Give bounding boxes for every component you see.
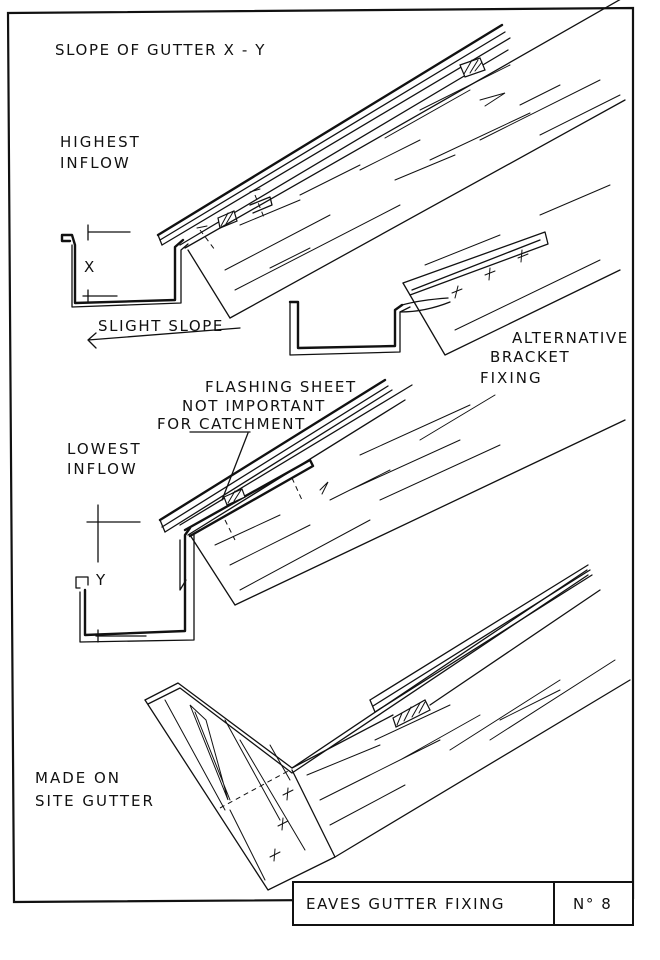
fixing-mark — [319, 481, 329, 495]
batten-hatched — [459, 57, 486, 78]
fixing-mark — [196, 188, 261, 229]
rafter-bottom — [234, 419, 626, 606]
highest-inflow-label-2: INFLOW — [60, 154, 131, 172]
alternative-bracket-detail — [288, 184, 621, 356]
roof-sheet-line — [161, 385, 389, 528]
rafter-bottom — [229, 99, 626, 319]
roof-sheet-line — [164, 389, 393, 533]
gutter-profile-inner — [79, 534, 195, 643]
roof-sheet-top — [158, 378, 387, 522]
gutter-profile-inner — [71, 243, 189, 308]
fixing-line — [224, 519, 236, 541]
wood-grain — [306, 659, 616, 826]
roof-sheet-lines — [369, 564, 593, 713]
gutter-board-top-inner — [147, 574, 589, 774]
drawing-title: EAVES GUTTER FIXING — [306, 895, 505, 913]
bracket-strap-curve-2 — [399, 301, 451, 313]
rafter-bottom — [334, 679, 631, 858]
wood-grain — [224, 64, 621, 291]
roof-sheet-line — [159, 31, 506, 241]
rafter-end — [187, 249, 231, 319]
bracket-strap-box — [402, 231, 549, 296]
roof-sheet-edge — [369, 699, 376, 713]
alt-gutter-profile — [288, 300, 404, 350]
title-block-frame — [292, 881, 634, 926]
roof-sheet-edge — [157, 234, 163, 246]
rafter-top — [291, 589, 601, 769]
alt-gutter-inner — [289, 301, 411, 356]
gutter-back-fold — [179, 539, 187, 591]
roof-sheet-top — [156, 23, 504, 237]
rafter-end — [189, 534, 236, 606]
bracket-screws — [451, 249, 529, 299]
roof-sheet-edge — [159, 519, 166, 533]
title-block: EAVES GUTTER FIXING N° 8 — [292, 881, 634, 926]
batten-hatched — [223, 488, 246, 506]
slight-slope-label: SLIGHT SLOPE — [98, 317, 224, 335]
bracket-strap-line — [411, 239, 541, 291]
slope-heading: SLOPE OF GUTTER X - Y — [55, 41, 266, 59]
bracket-tab — [249, 196, 273, 214]
batten-hatched — [217, 210, 238, 229]
slight-slope-arrow — [87, 327, 241, 349]
dimension-x-label: X — [84, 258, 96, 276]
board-wood-grain — [164, 699, 306, 881]
flashing-label-1: FLASHING SHEET — [205, 378, 357, 396]
highest-inflow-detail: X — [60, 0, 626, 349]
fixing-line — [291, 477, 303, 501]
flashing-sheet — [183, 458, 315, 538]
lowest-inflow-detail: Y — [75, 378, 626, 643]
flashing-leader-line — [221, 432, 249, 501]
fixing-line — [199, 229, 216, 251]
gutter-board-outline — [144, 699, 336, 891]
gutter-roll-lip — [75, 576, 89, 589]
lowest-inflow-label-1: LOWEST — [67, 440, 142, 458]
flashing-label-2: NOT IMPORTANT — [182, 397, 326, 415]
batten-hatched — [392, 699, 431, 728]
gutter-profile — [83, 526, 192, 637]
fixing-line — [254, 194, 266, 221]
alt-bracket-label-2: BRACKET — [490, 348, 570, 366]
bracket-strap-curve — [401, 297, 449, 306]
rafter-top — [187, 399, 406, 536]
wood-knot — [479, 92, 506, 107]
lowest-inflow-label-2: INFLOW — [67, 460, 138, 478]
wood-grain — [214, 394, 501, 591]
alt-wood-grain — [424, 184, 611, 331]
dimension-y-lines — [86, 504, 147, 643]
board-screws — [269, 787, 294, 862]
gutter-profile — [60, 233, 185, 305]
site-gutter-label-1: MADE ON — [35, 769, 121, 787]
roof-sheet-line — [161, 37, 511, 246]
gutter-board-top — [144, 569, 588, 769]
site-gutter-detail — [144, 564, 631, 891]
drawing-number: N° 8 — [573, 895, 612, 913]
batten-line — [179, 384, 413, 526]
flashing-label-3: FOR CATCHMENT — [157, 415, 306, 433]
site-gutter-label-2: SITE GUTTER — [35, 792, 155, 810]
fixing-line — [219, 769, 291, 809]
alt-rafter-outline — [402, 269, 621, 356]
dimension-x-lines — [82, 224, 131, 303]
dimension-y-label: Y — [95, 571, 107, 589]
alt-bracket-label-1: ALTERNATIVE — [512, 329, 629, 347]
alt-bracket-label-3: FIXING — [480, 369, 543, 387]
highest-inflow-label-1: HIGHEST — [60, 133, 141, 151]
